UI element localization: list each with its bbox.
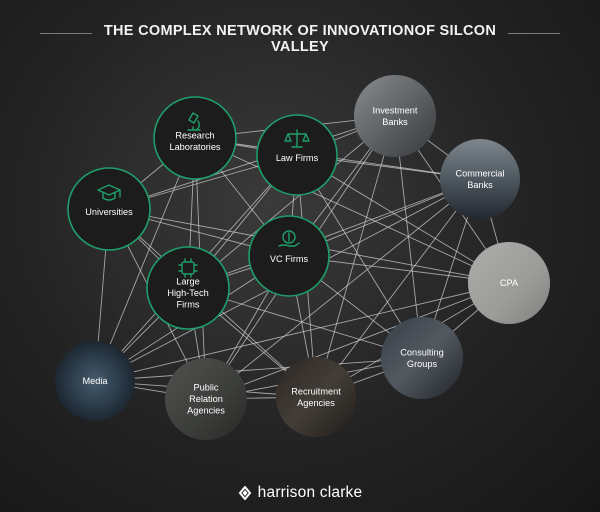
title-rule-left [40, 33, 92, 34]
edge-hightech-commercial [187, 178, 481, 289]
node-label: Agencies [187, 406, 225, 416]
node-circle [248, 215, 330, 297]
footer: harrison clarke [0, 478, 600, 508]
brand-logo-icon [238, 486, 251, 500]
microscope-icon [187, 112, 201, 131]
node-label: Banks [467, 180, 493, 190]
edge-cpa-media [94, 282, 510, 382]
desk-photo [165, 358, 247, 440]
photo-overlay [276, 357, 356, 437]
node-circle [146, 246, 230, 330]
node-label: Banks [382, 117, 408, 127]
edge-universities-investment [108, 115, 396, 210]
node-label: Law Firms [276, 153, 319, 163]
node-label: CPA [500, 278, 519, 288]
edge-investment-recruitment [315, 115, 396, 398]
node-circle [153, 96, 237, 180]
city-skyline-photo [440, 139, 520, 219]
node-universities: Universities [67, 167, 151, 251]
node-label: Agencies [297, 398, 335, 408]
graduation-cap-icon [97, 184, 121, 201]
photo-overlay [381, 317, 463, 399]
screens-photo [55, 341, 135, 421]
photo-overlay [440, 139, 520, 219]
building-photo [354, 75, 436, 157]
node-label: Commercial [455, 168, 504, 178]
node-label: Recruitment [291, 386, 341, 396]
node-label: Research [175, 130, 214, 140]
photo-overlay [165, 358, 247, 440]
node-label: Firms [177, 300, 200, 310]
node-label: VC Firms [270, 254, 309, 264]
node-label: Groups [407, 359, 438, 369]
node-label: Large [176, 277, 200, 287]
edge-consulting-media [94, 357, 423, 382]
node-media: Media [55, 341, 135, 421]
edge-cpa-pr [205, 282, 510, 400]
node-label: Investment [373, 105, 418, 115]
office-meeting-photo [276, 357, 356, 437]
node-label: Media [82, 376, 108, 386]
node-vc: VC Firms [248, 215, 330, 297]
node-circle [67, 167, 151, 251]
node-label: Relation [189, 394, 223, 404]
scales-icon [284, 129, 310, 148]
edge-hightech-investment [187, 115, 396, 289]
brand-name: harrison clarke [257, 484, 363, 501]
edge-commercial-recruitment [315, 178, 481, 398]
title-row: THE COMPLEX NETWORK OF INNOVATIONOF SILC… [0, 18, 600, 55]
node-circle [256, 114, 338, 196]
node-label: Public [193, 383, 218, 393]
photo-overlay [468, 242, 550, 324]
node-label: Universities [85, 207, 133, 217]
node-label: Laboratories [169, 142, 220, 152]
edge-commercial-pr [205, 178, 481, 400]
photo-overlay [354, 75, 436, 157]
edge-research-media [94, 137, 196, 382]
money-hand-icon [278, 230, 300, 247]
title-rule-right [508, 33, 560, 34]
page-title: THE COMPLEX NETWORK OF INNOVATIONOF SILC… [103, 23, 497, 55]
edge-research-cpa [194, 137, 510, 284]
handshake-photo [381, 317, 463, 399]
node-label: High-Tech [167, 288, 208, 298]
node-label: Consulting [400, 347, 443, 357]
node-law: Law Firms [256, 114, 338, 196]
photo-overlay [55, 341, 135, 421]
node-cpa: CPA [468, 242, 550, 324]
woman-laptop-photo [468, 242, 550, 324]
chip-icon [178, 258, 198, 278]
